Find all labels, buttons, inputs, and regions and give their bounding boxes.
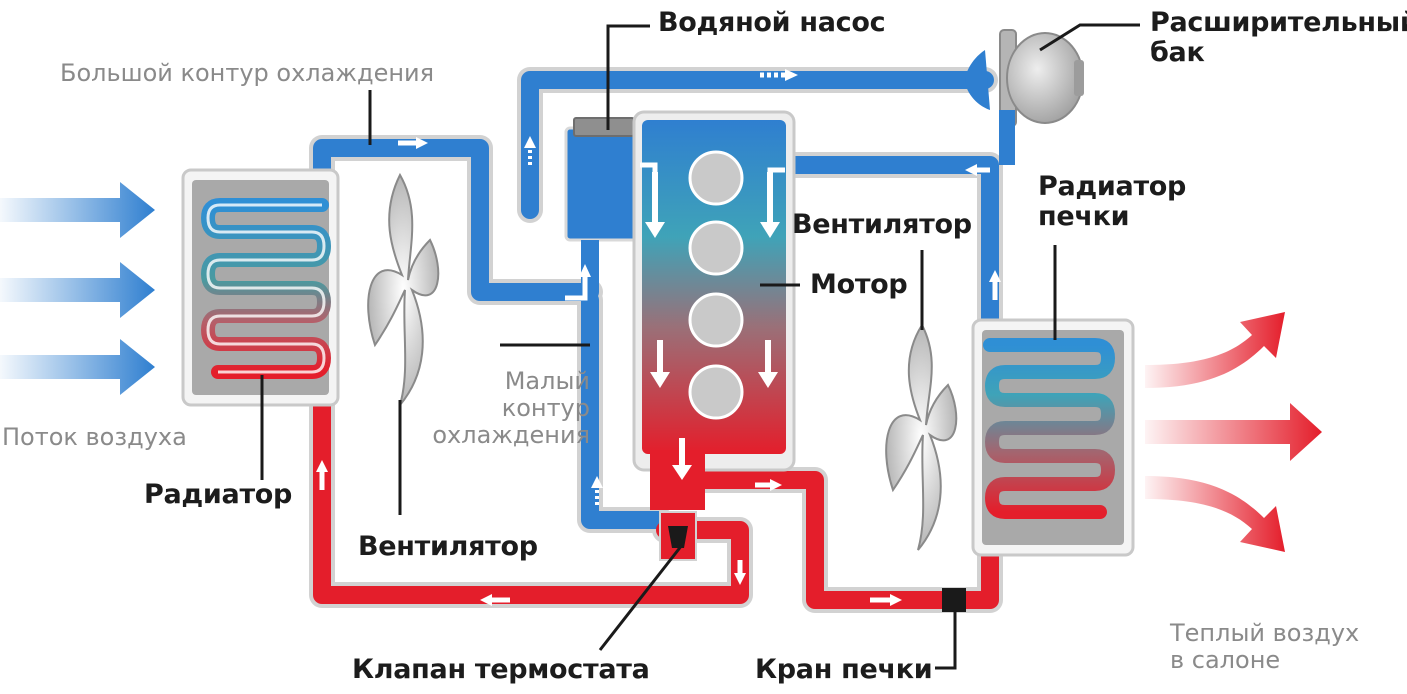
cylinder-1 [688, 150, 744, 206]
expansion-tank-label-line2: бак [1150, 37, 1205, 69]
heater-radiator [971, 318, 1135, 557]
engine-block [632, 110, 796, 510]
heater-radiator-label-line2: печки [1038, 201, 1130, 233]
air-arrow-in-1 [0, 182, 155, 238]
air-arrow-out-3 [1145, 476, 1285, 552]
air-arrow-in-3 [0, 339, 155, 395]
warm-air-label-line2: в салоне [1170, 645, 1281, 674]
cold-pipes [313, 71, 999, 529]
right-fan-icon [885, 322, 958, 551]
radiator-return-pipe [313, 376, 749, 604]
air-arrow-in-2 [0, 262, 155, 318]
flow-arrows [316, 69, 1001, 606]
cylinder-3 [688, 292, 744, 348]
air-arrow-out-2 [1145, 403, 1322, 461]
big-circuit-label: Большой контур охлаждения [60, 59, 435, 87]
air-flow-label: Поток воздуха [2, 423, 187, 451]
cylinder-4 [688, 364, 744, 420]
radiator-label: Радиатор [144, 479, 293, 510]
heater-valve [942, 588, 966, 612]
water-pump [564, 117, 642, 292]
heater-supply-pipe [781, 156, 999, 344]
big-circuit-pipe [313, 139, 599, 301]
small-circuit-label: Малый контур охлаждения [420, 368, 590, 449]
leader-lines [260, 23, 1140, 670]
leader-expansion-tank [1039, 23, 1140, 52]
heater-valve-label: Кран печки [755, 654, 933, 685]
hot-pipes [313, 376, 999, 609]
small-circuit-label-line1: Малый [504, 367, 590, 395]
heater-return-pipe [691, 471, 999, 609]
small-circuit-label-line2: контур [501, 393, 590, 422]
thermostat-valve [659, 511, 697, 561]
expansion-tank-label-line1: Расширительный [1150, 7, 1407, 38]
fan-right-label: Вентилятор [792, 209, 972, 240]
air-outflow-arrows [1145, 312, 1322, 552]
leader-thermostat [598, 544, 684, 651]
expansion-tank-label: Расширительный бак [1150, 7, 1407, 69]
thermostat-valve-label: Клапан термостата [352, 654, 650, 685]
fan-left-label: Вентилятор [358, 531, 538, 562]
leader-heater-valve [935, 610, 957, 670]
air-arrow-out-1 [1145, 312, 1285, 388]
motor-label: Мотор [810, 269, 908, 300]
leader-water-pump [606, 24, 650, 130]
heater-radiator-label-line1: Радиатор [1038, 171, 1187, 202]
small-circuit-pipe [581, 291, 669, 529]
cylinder-2 [688, 220, 744, 276]
warm-air-label-line1: Теплый воздух [1170, 619, 1360, 647]
heater-radiator-label: Радиатор печки [1038, 171, 1187, 233]
heater-coil [983, 338, 1116, 519]
tank-return-pipe [521, 71, 994, 219]
small-circuit-label-line3: охлаждения [432, 420, 590, 449]
water-pump-label: Водяной насос [658, 7, 886, 38]
expansion-tank [965, 29, 1084, 165]
warm-air-label: Теплый воздух в салоне [1170, 620, 1359, 674]
radiator [181, 168, 340, 407]
air-inflow-arrows [0, 182, 155, 395]
